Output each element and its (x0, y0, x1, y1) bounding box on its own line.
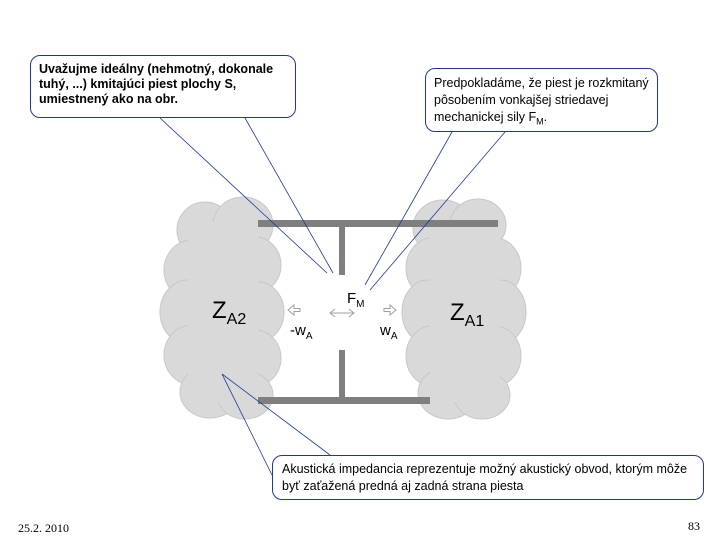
leader-piston-2 (244, 117, 334, 274)
piston-rod-lower (339, 350, 345, 397)
label-za2: ZA2 (212, 297, 246, 328)
top-wall (258, 220, 498, 227)
left-hollow-arrow-icon (287, 303, 301, 317)
leader-piston-1 (159, 117, 328, 274)
leader-lines (159, 117, 506, 476)
bottom-wall (258, 397, 430, 404)
leader-force-1 (364, 131, 453, 286)
right-hollow-arrow-icon (383, 303, 397, 317)
force-double-arrow (329, 308, 355, 318)
label-za1: ZA1 (450, 299, 484, 330)
label-wa: wA (379, 322, 398, 342)
piston-frame (258, 220, 498, 404)
callout-piston-description: Uvažujme ideálny (nehmotný, dokonale tuh… (30, 55, 296, 118)
callout-piston-text: Uvažujme ideálny (nehmotný, dokonale tuh… (39, 62, 274, 106)
leader-impedance-1 (221, 373, 273, 476)
callout-force-text: Predpokladáme, že piest je rozkmitaný pô… (434, 76, 649, 124)
callout-impedance-description: Akustická impedancia reprezentuje možný … (272, 455, 704, 500)
piston-rod-upper (339, 227, 345, 275)
callout-force-subscript: M (536, 116, 544, 127)
label-neg-wa: -wA (290, 322, 313, 342)
footer-date: 25.2. 2010 (18, 521, 69, 535)
label-fm: FM (347, 290, 365, 310)
callout-force-end: . (543, 110, 548, 124)
leader-force-2 (369, 131, 506, 291)
leader-impedance-2 (221, 373, 331, 456)
callout-impedance-text: Akustická impedancia reprezentuje možný … (282, 462, 688, 493)
callout-force-description: Predpokladáme, že piest je rozkmitaný pô… (425, 68, 658, 132)
page-number: 83 (688, 519, 700, 533)
